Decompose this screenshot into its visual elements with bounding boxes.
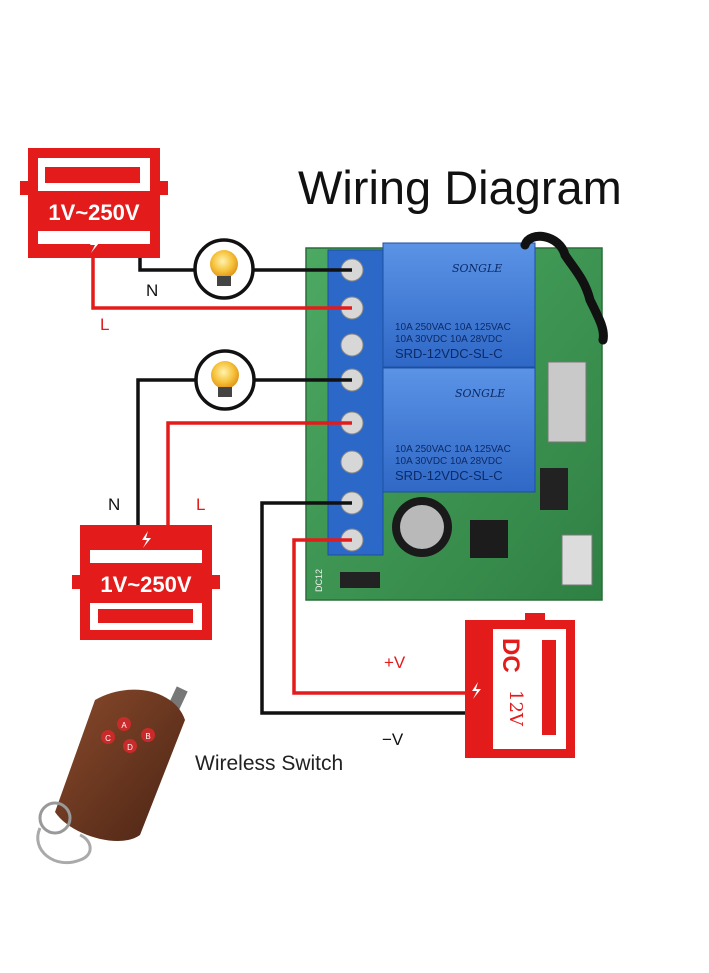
label-l-bottom: L	[196, 495, 205, 514]
relay-top-rating-2: 10A 30VDC 10A 28VDC	[395, 334, 502, 345]
dc-supply-bolt-icon	[472, 682, 481, 699]
supply-bottom-bolt-icon	[142, 531, 151, 548]
board-dc-label: DC12	[314, 569, 324, 592]
remote-button-c-label: C	[105, 734, 111, 743]
remote-body	[55, 689, 185, 842]
supply-bottom-right-tab	[210, 575, 220, 589]
diode	[340, 572, 380, 588]
remote-button-b-label: B	[145, 732, 150, 741]
wire-minus-v	[260, 501, 466, 715]
bulb-bottom-icon	[211, 361, 239, 389]
terminal-screws	[340, 258, 364, 552]
ac-supply-bottom: 1V~250V	[72, 525, 220, 640]
wire-n-top	[138, 258, 195, 272]
terminal-screw-3	[340, 333, 364, 357]
supply-bottom-label-band	[90, 563, 202, 603]
capacitor-top	[400, 505, 444, 549]
bulb-bottom-base-icon	[218, 387, 232, 397]
relay-bottom-body	[382, 367, 536, 493]
bulb-top	[193, 238, 255, 300]
page-title: Wiring Diagram	[298, 161, 622, 214]
relay-top-rating-1: 10A 250VAC 10A 125VAC	[395, 322, 511, 333]
remote-button-a[interactable]	[117, 717, 131, 731]
relay-top-body	[382, 242, 536, 368]
dc-supply-voltage: 12V	[505, 690, 526, 727]
key-clip-icon	[36, 827, 92, 865]
wire-l-bottom	[166, 421, 352, 525]
supply-top-voltage: 1V~250V	[48, 200, 139, 225]
wire-n-bottom	[136, 378, 196, 525]
relay-bottom-rating-2: 10A 30VDC 10A 28VDC	[395, 456, 502, 467]
remote-control: A B C D	[36, 686, 188, 865]
bulb-top-base-icon	[217, 276, 231, 286]
relay-bottom-rating-1: 10A 250VAC 10A 125VAC	[395, 444, 511, 455]
dc-supply-tab	[525, 613, 545, 623]
supply-top-left-tab	[20, 181, 30, 195]
dc-supply-label: DC	[497, 638, 524, 673]
ic-chip	[470, 520, 508, 558]
supply-bottom-left-tab	[72, 575, 82, 589]
label-n-bottom: N	[108, 495, 120, 514]
relay-board: SONGLE 10A 250VAC 10A 125VAC 10A 30VDC 1…	[305, 231, 608, 601]
label-n-top: N	[146, 281, 158, 300]
terminal-screw-6	[340, 450, 364, 474]
supply-top-label-band	[38, 191, 150, 231]
supply-top-bolt-icon	[90, 236, 99, 253]
remote-button-c[interactable]	[101, 730, 115, 744]
supply-bottom-bar	[98, 609, 193, 623]
supply-top-bar	[45, 167, 140, 183]
wireless-switch-label: Wireless Switch	[195, 752, 344, 775]
dc-supply: DC 12V	[465, 613, 575, 758]
wire-l-top	[91, 258, 352, 310]
wires	[91, 258, 466, 715]
header-pins	[540, 468, 568, 510]
label-plus-v: +V	[384, 653, 406, 672]
relay-top: SONGLE 10A 250VAC 10A 125VAC 10A 30VDC 1…	[382, 242, 536, 368]
label-minus-v: −V	[382, 730, 404, 749]
bulb-top-icon	[210, 250, 238, 278]
receiver-module	[547, 361, 587, 443]
relay-bottom: SONGLE 10A 250VAC 10A 125VAC 10A 30VDC 1…	[382, 367, 536, 493]
remote-button-a-label: A	[121, 721, 127, 730]
supply-top-right-tab	[158, 181, 168, 195]
dc-supply-bar	[542, 640, 556, 735]
antenna	[520, 231, 608, 345]
relay-bottom-model: SRD-12VDC-SL-C	[395, 468, 503, 483]
ac-supply-top: 1V~250V	[20, 148, 168, 258]
remote-button-d-label: D	[127, 743, 133, 752]
wire-plus-v	[292, 538, 466, 695]
remote-button-b[interactable]	[141, 728, 155, 742]
relay-top-model: SRD-12VDC-SL-C	[395, 346, 503, 361]
key-ring-icon	[38, 801, 72, 835]
label-l-top: L	[100, 315, 109, 334]
bulb-bottom	[194, 349, 256, 411]
relay-bottom-brand: SONGLE	[455, 387, 505, 400]
supply-bottom-voltage: 1V~250V	[100, 572, 191, 597]
remote-button-d[interactable]	[123, 739, 137, 753]
push-button	[561, 534, 593, 586]
relay-top-brand: SONGLE	[452, 262, 502, 275]
